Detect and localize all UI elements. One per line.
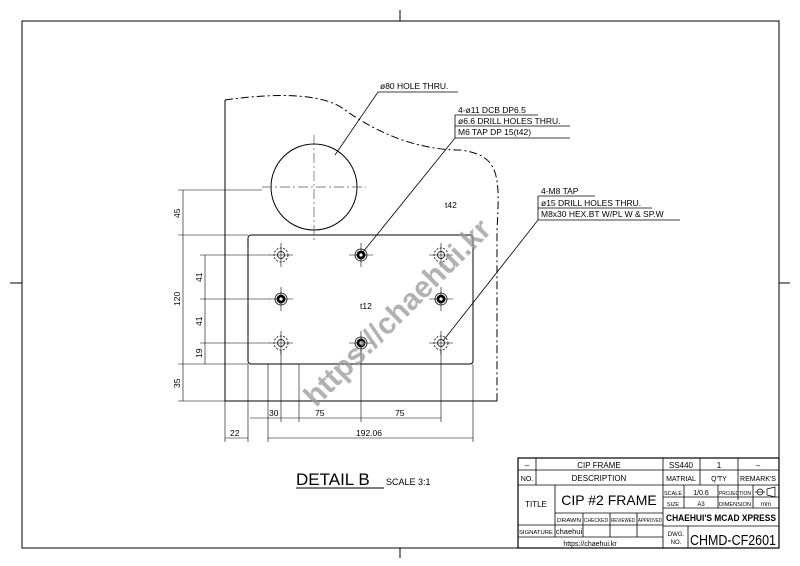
tb-row1-description: CIP FRAME [577,461,620,470]
tb-scale-label: SCALE [664,491,682,497]
tb-company: CHAEHUI'S MCAD XPRESS [666,513,776,523]
tb-head-qty: Q'TY [711,476,727,483]
dim-120: 120 [172,292,182,306]
tb-dwg-label-1: DWG. [668,532,685,538]
tb-head-material: MATRIAL [666,476,696,483]
tb-url: https://chaehui.kr [563,541,617,548]
dim-45: 45 [172,208,182,218]
dim-192: 192.06 [356,428,382,438]
detail-label: DETAIL B [296,470,370,489]
dim-41a: 41 [194,272,204,282]
m6-tap-hole [269,287,293,311]
projection-symbol-icon [755,486,776,498]
tb-head-remarks: REMARK'S [740,476,776,483]
tb-signature-label: SIGNATURE [519,530,553,536]
tb-scale: 1/0.6 [693,490,709,497]
note-m6-1: 4-ø11 DCB DP6.5 [458,105,526,115]
note-m6-2: ø6.6 DRILL HOLES THRU. [458,116,561,126]
tb-reviewed: REVIEWED [611,518,635,524]
dim-75a: 75 [315,408,325,418]
m6-tap-hole [429,287,453,311]
note-m8-1: 4-M8 TAP [541,186,579,196]
tb-size-label: SIZE [667,502,680,508]
dim-22: 22 [230,428,240,438]
tb-row1-qty: 1 [717,461,722,470]
note-m6-3: M6 TAP DP 15(t42) [458,127,531,137]
hole80 [262,135,366,240]
dim-30: 30 [269,408,279,418]
dimension-lines [178,189,474,442]
tb-row1-remarks: – [756,461,761,470]
title-block [517,457,780,549]
tb-checked: CHECKED [584,518,608,524]
tb-dwg-label-2: NO. [671,540,682,546]
thickness-t42: t42 [445,200,457,210]
dim-75b: 75 [395,408,405,418]
tb-head-no: NO. [521,476,534,483]
tb-approved: APPROVED [638,518,662,524]
dim-19: 19 [194,348,204,358]
note-hole80: ø80 HOLE THRU. [380,81,448,91]
thickness-t12: t12 [360,301,372,311]
tb-dimension-label: DIMENSION [719,502,751,508]
m6-tap-hole [349,243,373,267]
tb-projection-label: PROJECTION [719,491,751,497]
dim-35: 35 [172,378,182,388]
tb-row1-material: SS440 [669,461,694,470]
sheet-border [21,20,780,549]
tb-dwg-no: CHMD-CF2601 [690,532,776,549]
tb-row1-no: – [525,461,530,470]
tb-size: A3 [697,502,705,508]
tb-drawn: DRAWN [557,518,581,524]
dim-41b: 41 [194,316,204,326]
tb-dimension: mm [761,502,771,508]
note-m8-3: M8x30 HEX.BT W/PL W & SP.W [541,209,664,219]
m8-tap-hole [269,243,293,267]
plate-t12 [247,234,474,365]
leader-hole80 [334,91,458,156]
m8-tap-hole [429,243,453,267]
tb-title: CIP #2 FRAME [561,492,656,508]
detail-scale: SCALE 3:1 [386,477,431,487]
tb-head-description: DESCRIPTION [572,474,627,483]
tb-signature: chaehui [556,527,583,536]
watermark: https://chaehui.kr [298,213,498,413]
note-m8-2: ø15 DRILL HOLES THRU. [541,198,641,208]
tb-title-label: TITLE [525,500,547,509]
